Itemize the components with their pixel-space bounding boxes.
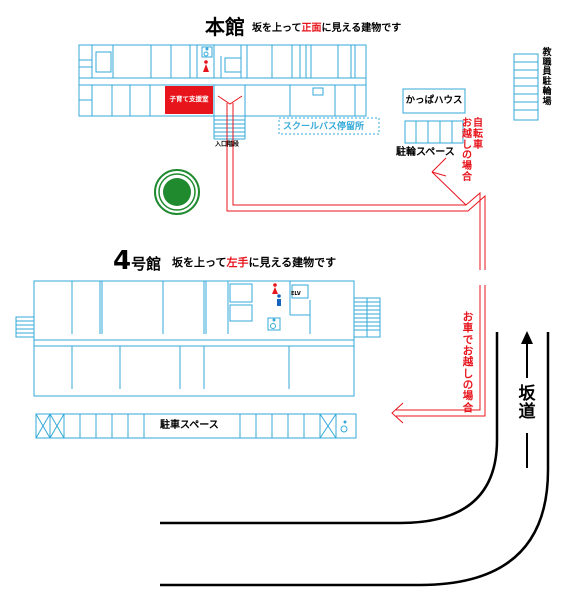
honkan-desc-highlight: 正面 [301,23,322,34]
bicycle-parking-rect [404,120,464,144]
kappa-house-building [402,88,466,114]
gou4-title-suffix: 号館 [131,255,162,273]
gou4-title-number: 4 [113,246,132,276]
arrow-up-icon [521,331,533,468]
gou4-female-restroom-icon [272,283,278,294]
entrance-stairs-label: 入口階段 [215,141,240,148]
kosodate-room [165,86,213,114]
elevator-label: ELV [291,291,301,297]
gou4-stairs-right [353,297,381,338]
honkan-desc-pre: 坂を上って [252,23,302,34]
route-bicycle-label-2: お越しの場合 [461,118,473,184]
gou4-wheelchair-icon [267,317,281,331]
route-bicycle-label-1: 自転車 [473,118,483,151]
kappa-house-label: かっぱハウス [405,95,463,106]
busstop-label: スクールバス停留所 [283,122,365,132]
honkan-description: 坂を上って正面に見える建物です [252,24,401,34]
car-parking-rect [35,413,357,439]
gou4-building [33,280,355,397]
honkan-female-restroom-icon [203,60,209,72]
honkan-wheelchair-icon [201,46,213,58]
busstop-area [278,117,380,135]
staff-bicycle-parking-label: 教職員駐輪場 [542,48,552,107]
gou4-desc-highlight: 左手 [226,256,249,269]
gou4-desc-pre: 坂を上って [172,256,227,269]
honkan-title: 本館 [205,15,245,39]
gou4-stairs-left [15,316,35,338]
parking-wheelchair-icon [340,420,348,433]
tree-icon [154,169,200,215]
route-bicycle-label-2-text: お越しの場合 [462,118,472,183]
kosodate-label: 子育て支援室 [169,95,209,103]
gou4-desc-post: に見える建物です [248,256,337,269]
staff-bicycle-parking-rect [513,53,539,121]
route-bicycle [217,95,486,270]
road-lines [160,332,550,587]
gou4-male-restroom-icon [277,294,281,306]
route-car-label: お車でお越しの場合 [462,311,474,414]
honkan-building [78,44,367,140]
honkan-desc-post: に見える建物です [321,23,402,34]
gou4-title: 4号館 [113,248,161,274]
honkan-stairs [214,119,245,137]
car-parking-label: 駐車スペース [160,420,219,431]
bicycle-parking-label: 駐輪スペース [396,147,455,158]
slope-label: 坂道 [518,384,536,423]
gou4-description: 坂を上って左手に見える建物です [172,257,336,268]
route-car [391,285,486,424]
